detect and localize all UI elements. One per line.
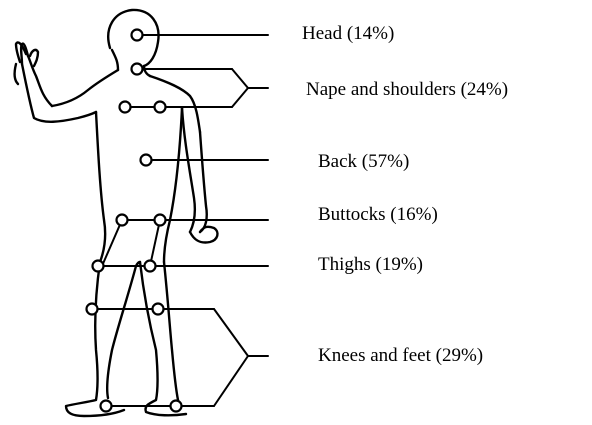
label-thighs: Thighs (19%)	[318, 255, 423, 274]
label-back: Back (57%)	[318, 152, 409, 171]
foot-right-marker	[171, 401, 182, 412]
thigh-right-marker	[145, 261, 156, 272]
buttock-right-marker	[155, 215, 166, 226]
thigh-left-marker	[93, 261, 104, 272]
label-nape-shoulders: Nape and shoulders (24%)	[306, 80, 508, 99]
shoulder-right-marker	[155, 102, 166, 113]
label-buttocks: Buttocks (16%)	[318, 205, 438, 224]
buttock-left-marker	[117, 215, 128, 226]
knee-right-marker	[153, 304, 164, 315]
nape-marker	[132, 64, 143, 75]
label-knees-feet: Knees and feet (29%)	[318, 346, 483, 365]
human-figure-outline	[15, 10, 218, 416]
foot-left-marker	[101, 401, 112, 412]
head-marker	[132, 30, 143, 41]
knee-left-marker	[87, 304, 98, 315]
label-head: Head (14%)	[302, 24, 394, 43]
shoulder-left-marker	[120, 102, 131, 113]
back-marker	[141, 155, 152, 166]
